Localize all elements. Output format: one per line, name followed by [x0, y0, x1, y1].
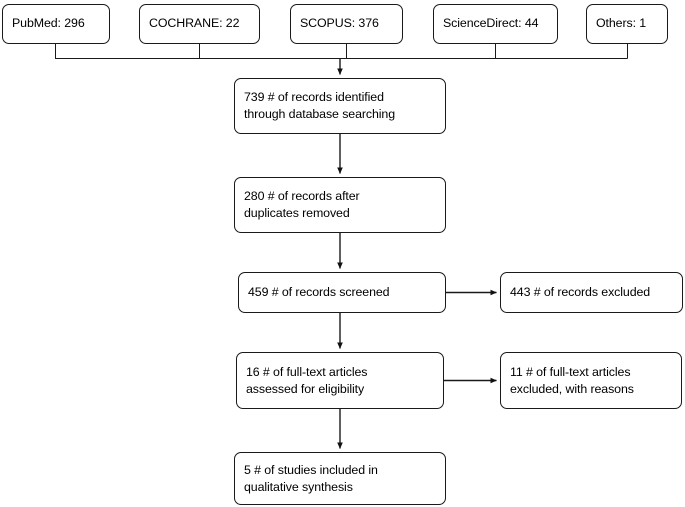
source-box-scopus[interactable]: SCOPUS: 376 [290, 4, 403, 44]
source-box-pubmed[interactable]: PubMed: 296 [2, 4, 110, 44]
flow-box-records-after-duplicates[interactable]: 280 # of records after duplicates remove… [234, 177, 446, 233]
flow-box-studies-included[interactable]: 5 # of studies included in qualitative s… [234, 452, 446, 505]
exclusion-box-fulltext-excluded[interactable]: 11 # of full-text articles excluded, wit… [500, 352, 682, 409]
flow-box-fulltext-eligibility[interactable]: 16 # of full-text articles assessed for … [236, 352, 444, 409]
flow-box-records-identified[interactable]: 739 # of records identified through data… [234, 78, 446, 134]
source-box-sciencedirect[interactable]: ScienceDirect: 44 [433, 4, 558, 44]
source-box-cochrane[interactable]: COCHRANE: 22 [139, 4, 260, 44]
source-box-others[interactable]: Others: 1 [586, 4, 668, 44]
exclusion-box-records-excluded[interactable]: 443 # of records excluded [500, 272, 683, 313]
flow-box-records-screened[interactable]: 459 # of records screened [238, 272, 446, 313]
